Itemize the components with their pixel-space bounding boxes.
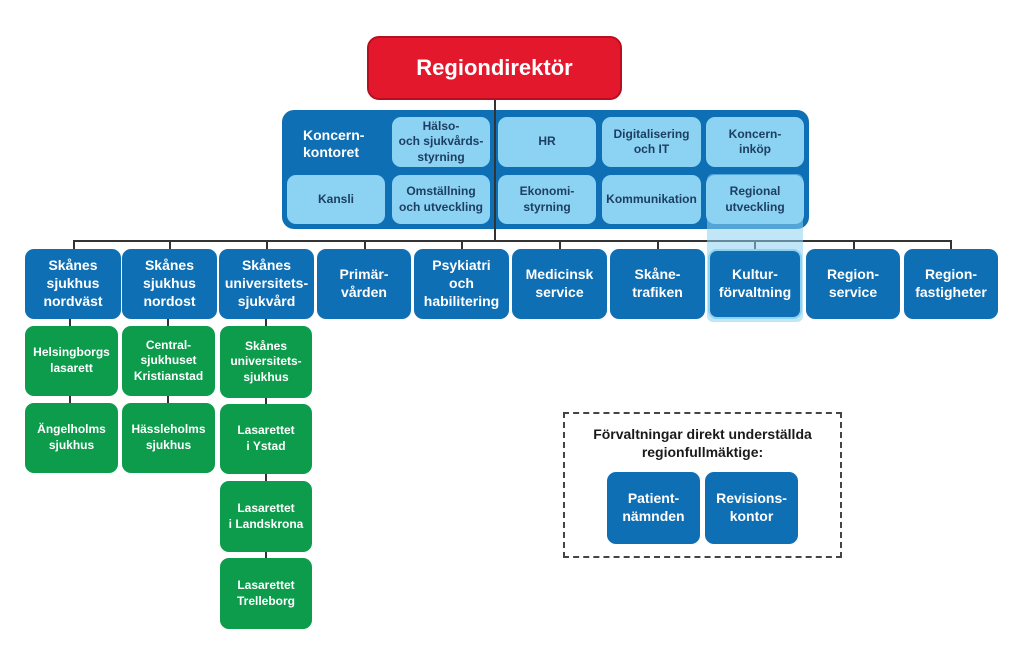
dept-psykiatri-habilitering: Psykiatri och habilitering (414, 249, 509, 319)
dept-skanes-universitetssjukvard: Skånes universitets- sjukvård (219, 249, 314, 319)
hosp-centralsjukhuset-kristianstad: Central- sjukhuset Kristianstad (122, 326, 215, 396)
hosp-lasarettet-ystad: Lasarettet i Ystad (220, 404, 312, 474)
connector-drop-1 (73, 240, 75, 250)
unit-revisionskontor: Revisions- kontor (705, 472, 798, 544)
connector-drop-7 (657, 240, 659, 250)
unit-ekonomistyrning: Ekonomi- styrning (498, 175, 596, 224)
dept-kulturforvaltning: Kultur- förvaltning (708, 249, 802, 319)
koncernkontoret-divider (494, 110, 496, 229)
connector-drop-2 (169, 240, 171, 250)
connector-drop-6 (559, 240, 561, 250)
unit-koncerninkop: Koncern- inköp (706, 117, 804, 167)
unit-patientnamnden: Patient- nämnden (607, 472, 700, 544)
connector-drop-9 (853, 240, 855, 250)
unit-kommunikation: Kommunikation (602, 175, 701, 224)
unit-kansli: Kansli (287, 175, 385, 224)
dept-skanetrafiken: Skåne- trafiken (610, 249, 705, 319)
regiondirektor-box: Regiondirektör (367, 36, 622, 100)
connector-drop-10 (950, 240, 952, 250)
unit-omstallning-utveckling: Omställning och utveckling (392, 175, 490, 224)
unit-regional-utveckling: Regional utveckling (706, 175, 804, 224)
unit-halso-sjukvardsstyrning: Hälso- och sjukvårds- styrning (392, 117, 490, 167)
hosp-lasarettet-landskrona: Lasarettet i Landskrona (220, 481, 312, 552)
dept-regionservice: Region- service (806, 249, 900, 319)
koncernkontoret-title: Koncern- kontoret (303, 126, 365, 161)
dept-medicinsk-service: Medicinsk service (512, 249, 607, 319)
hosp-skanes-universitetssjukhus: Skånes universitets- sjukhus (220, 326, 312, 398)
connector-department-bus (75, 240, 952, 242)
dept-skanes-sjukhus-nordvast: Skånes sjukhus nordväst (25, 249, 121, 319)
connector-drop-3 (266, 240, 268, 250)
direct-subordinate-title: Förvaltningar direkt underställda region… (593, 426, 812, 461)
dept-regionfastigheter: Region- fastigheter (904, 249, 998, 319)
hosp-angelholms-sjukhus: Ängelholms sjukhus (25, 403, 118, 473)
unit-digitalisering-it: Digitalisering och IT (602, 117, 701, 167)
hosp-helsingborgs-lasarett: Helsingborgs lasarett (25, 326, 118, 396)
hosp-lasarettet-trelleborg: Lasarettet Trelleborg (220, 558, 312, 629)
dept-primarvarden: Primär- vården (317, 249, 411, 319)
dept-skanes-sjukhus-nordost: Skånes sjukhus nordost (122, 249, 217, 319)
hosp-hassleholms-sjukhus: Hässleholms sjukhus (122, 403, 215, 473)
connector-drop-5 (461, 240, 463, 250)
unit-hr: HR (498, 117, 596, 167)
direct-subordinate-box (563, 412, 842, 558)
connector-drop-4 (364, 240, 366, 250)
